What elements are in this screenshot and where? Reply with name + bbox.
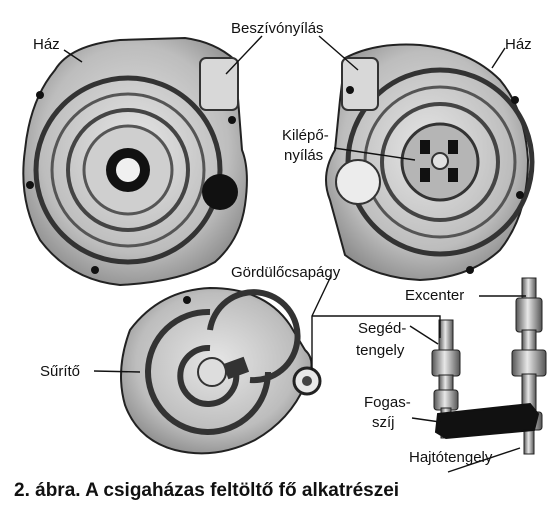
label-excenter: Excenter [405, 287, 464, 304]
label-kilepo-line2: nyílás [284, 147, 323, 164]
shafts-and-belt [431, 277, 547, 455]
right-housing [325, 43, 535, 282]
label-fogas-line2: szíj [372, 414, 395, 431]
label-surito: Sűrítő [40, 363, 80, 380]
label-seged-line1: Segéd- [358, 320, 406, 337]
label-haz-right: Ház [505, 36, 532, 53]
label-hajtotengely: Hajtótengely [409, 449, 493, 466]
label-fogas-line1: Fogas- [364, 394, 411, 411]
scroll-compressor [120, 286, 322, 455]
figure-caption: 2. ábra. A csigaházas feltöltő fő alkatr… [14, 480, 400, 501]
leader-lines [63, 35, 526, 473]
left-housing [22, 36, 248, 287]
label-haz-left: Ház [33, 36, 60, 53]
label-kilepo-line1: Kilépő- [282, 127, 329, 144]
label-gordulocsapagy: Gördülőcsapágy [231, 264, 341, 281]
label-beszivonyilas: Beszívónyílás [231, 20, 324, 37]
label-seged-line2: tengely [356, 342, 405, 359]
